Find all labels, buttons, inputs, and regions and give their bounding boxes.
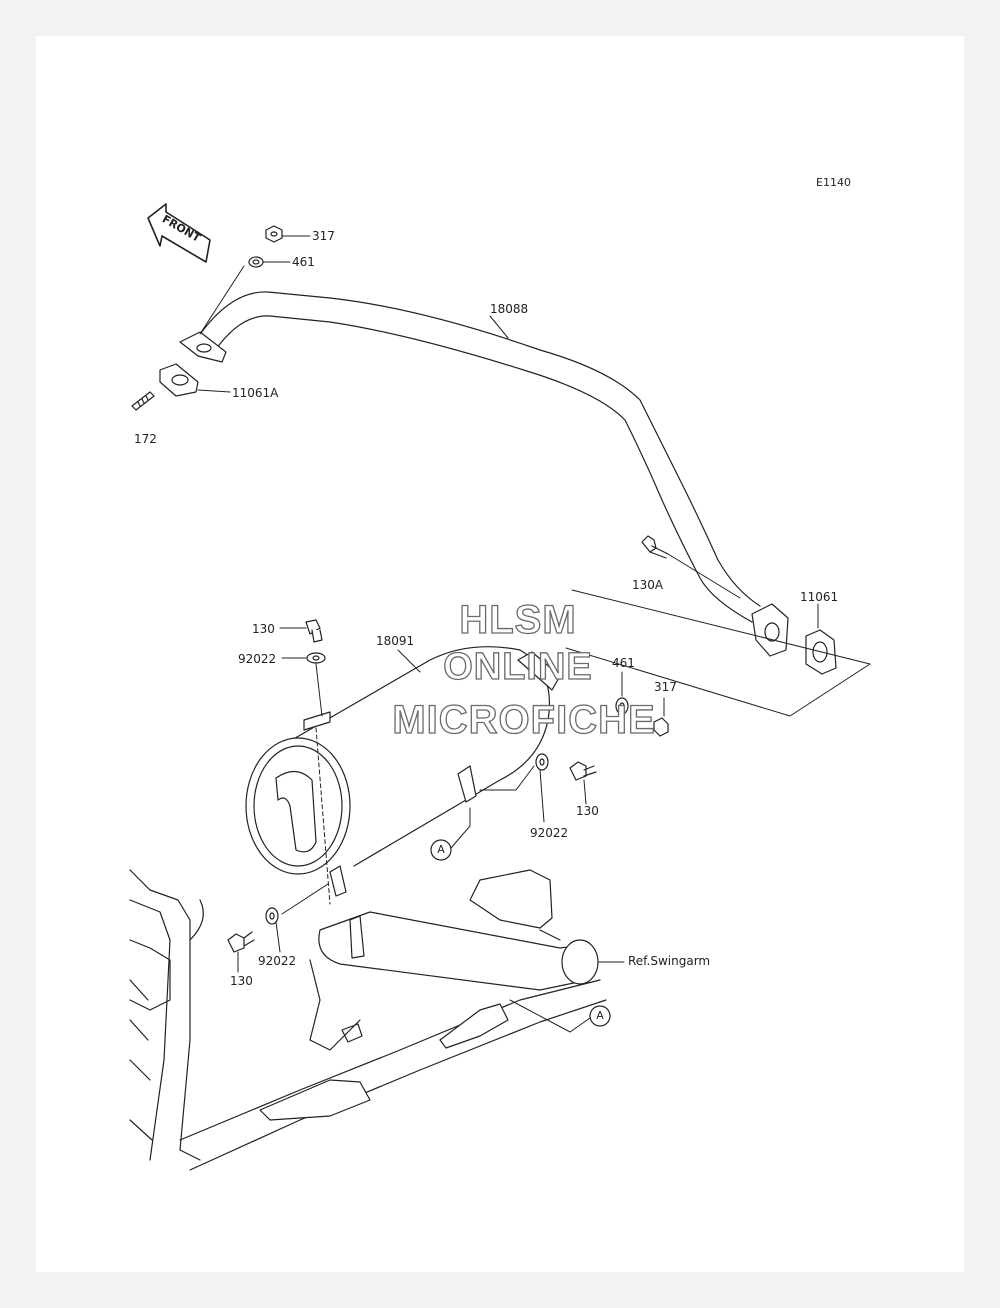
label-317-right: 317 [654,680,677,694]
label-92022-bottom: 92022 [258,954,297,968]
label-11061a: 11061A [232,386,279,400]
watermark-line-1: HLSM [459,597,577,642]
callout-a-lower: A [596,1009,604,1022]
callout-a-upper: A [437,843,445,856]
label-11061: 11061 [800,590,839,604]
label-92022-right: 92022 [530,826,569,840]
stud-172 [131,391,155,411]
gasket-11061a [159,363,199,397]
gasket-11061 [805,603,837,675]
washer-92022-right [479,753,549,823]
nut-317-right [653,697,669,737]
ref-swingarm-label: Ref.Swingarm [628,954,711,968]
bolt-130-bottom [227,931,255,973]
bolt-130a [641,535,741,599]
bolt-130-top [279,619,323,643]
front-arrow-icon [147,203,211,263]
washer-461-top [248,256,264,268]
label-18091: 18091 [376,634,415,648]
label-461-top: 461 [292,255,315,269]
washer-92022-top [281,652,326,717]
watermark-line-2: ONLINE [443,645,593,688]
muffler-18091 [245,646,561,905]
label-130-right: 130 [576,804,599,818]
frame-and-swingarm [129,869,607,1171]
label-130a: 130A [632,578,664,592]
label-130-bottom: 130 [230,974,253,988]
label-92022-top: 92022 [238,652,277,666]
washer-461-right [615,671,629,715]
label-317-top: 317 [312,229,335,243]
diagram-code: E1140 [816,176,851,189]
label-130-top: 130 [252,622,275,636]
label-172: 172 [134,432,157,446]
label-18088: 18088 [490,302,529,316]
exhaust-pipe-18088 [179,291,789,657]
bolt-130-right [569,761,597,805]
label-461-right: 461 [612,656,635,670]
washer-92022-bottom [265,883,329,953]
watermark-line-3: MICROFICHE [392,697,656,742]
nut-317-top [265,225,283,243]
